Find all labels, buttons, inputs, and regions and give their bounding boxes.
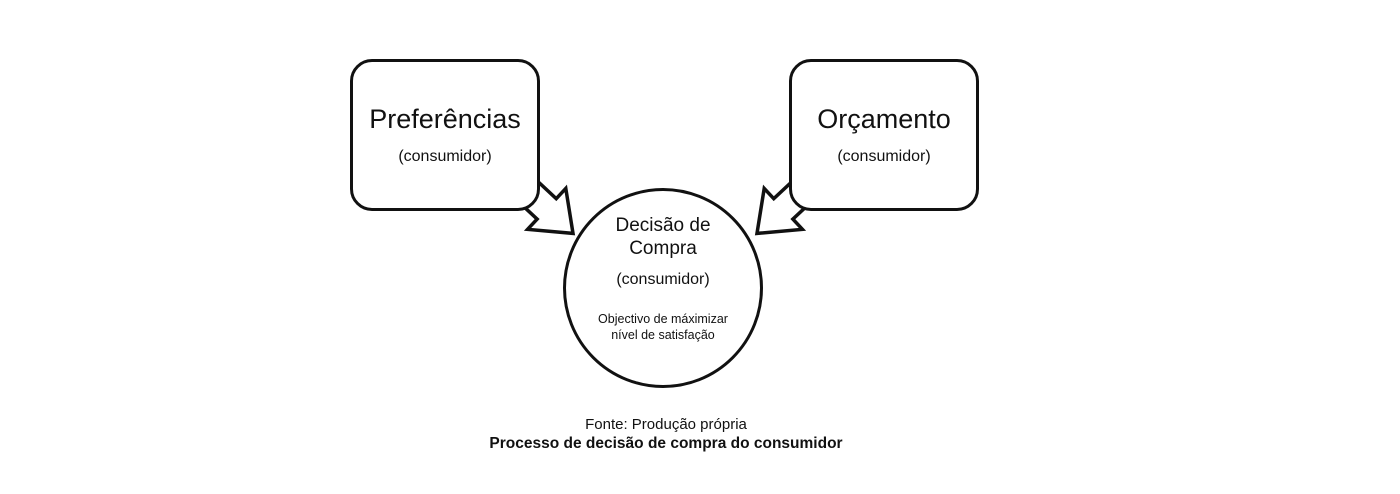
caption-title: Processo de decisão de compra do consumi… [489,435,843,453]
preferences-box-title: Preferências [369,104,521,135]
budget-box-title: Orçamento [817,104,951,135]
decision-circle: Decisão de Compra (consumidor) Objectivo… [563,188,763,388]
decision-circle-title: Decisão de Compra [615,215,711,259]
decision-circle-subtitle: (consumidor) [616,270,710,288]
figure-caption: Fonte: Produção própria Processo de deci… [366,416,966,453]
caption-source: Fonte: Produção própria [585,416,747,433]
decision-circle-note: Objectivo de máximizar nível de satisfaç… [598,312,728,342]
budget-box: Orçamento (consumidor) [789,59,979,211]
budget-box-subtitle: (consumidor) [837,148,931,166]
preferences-box: Preferências (consumidor) [350,59,540,211]
preferences-box-subtitle: (consumidor) [398,148,492,166]
